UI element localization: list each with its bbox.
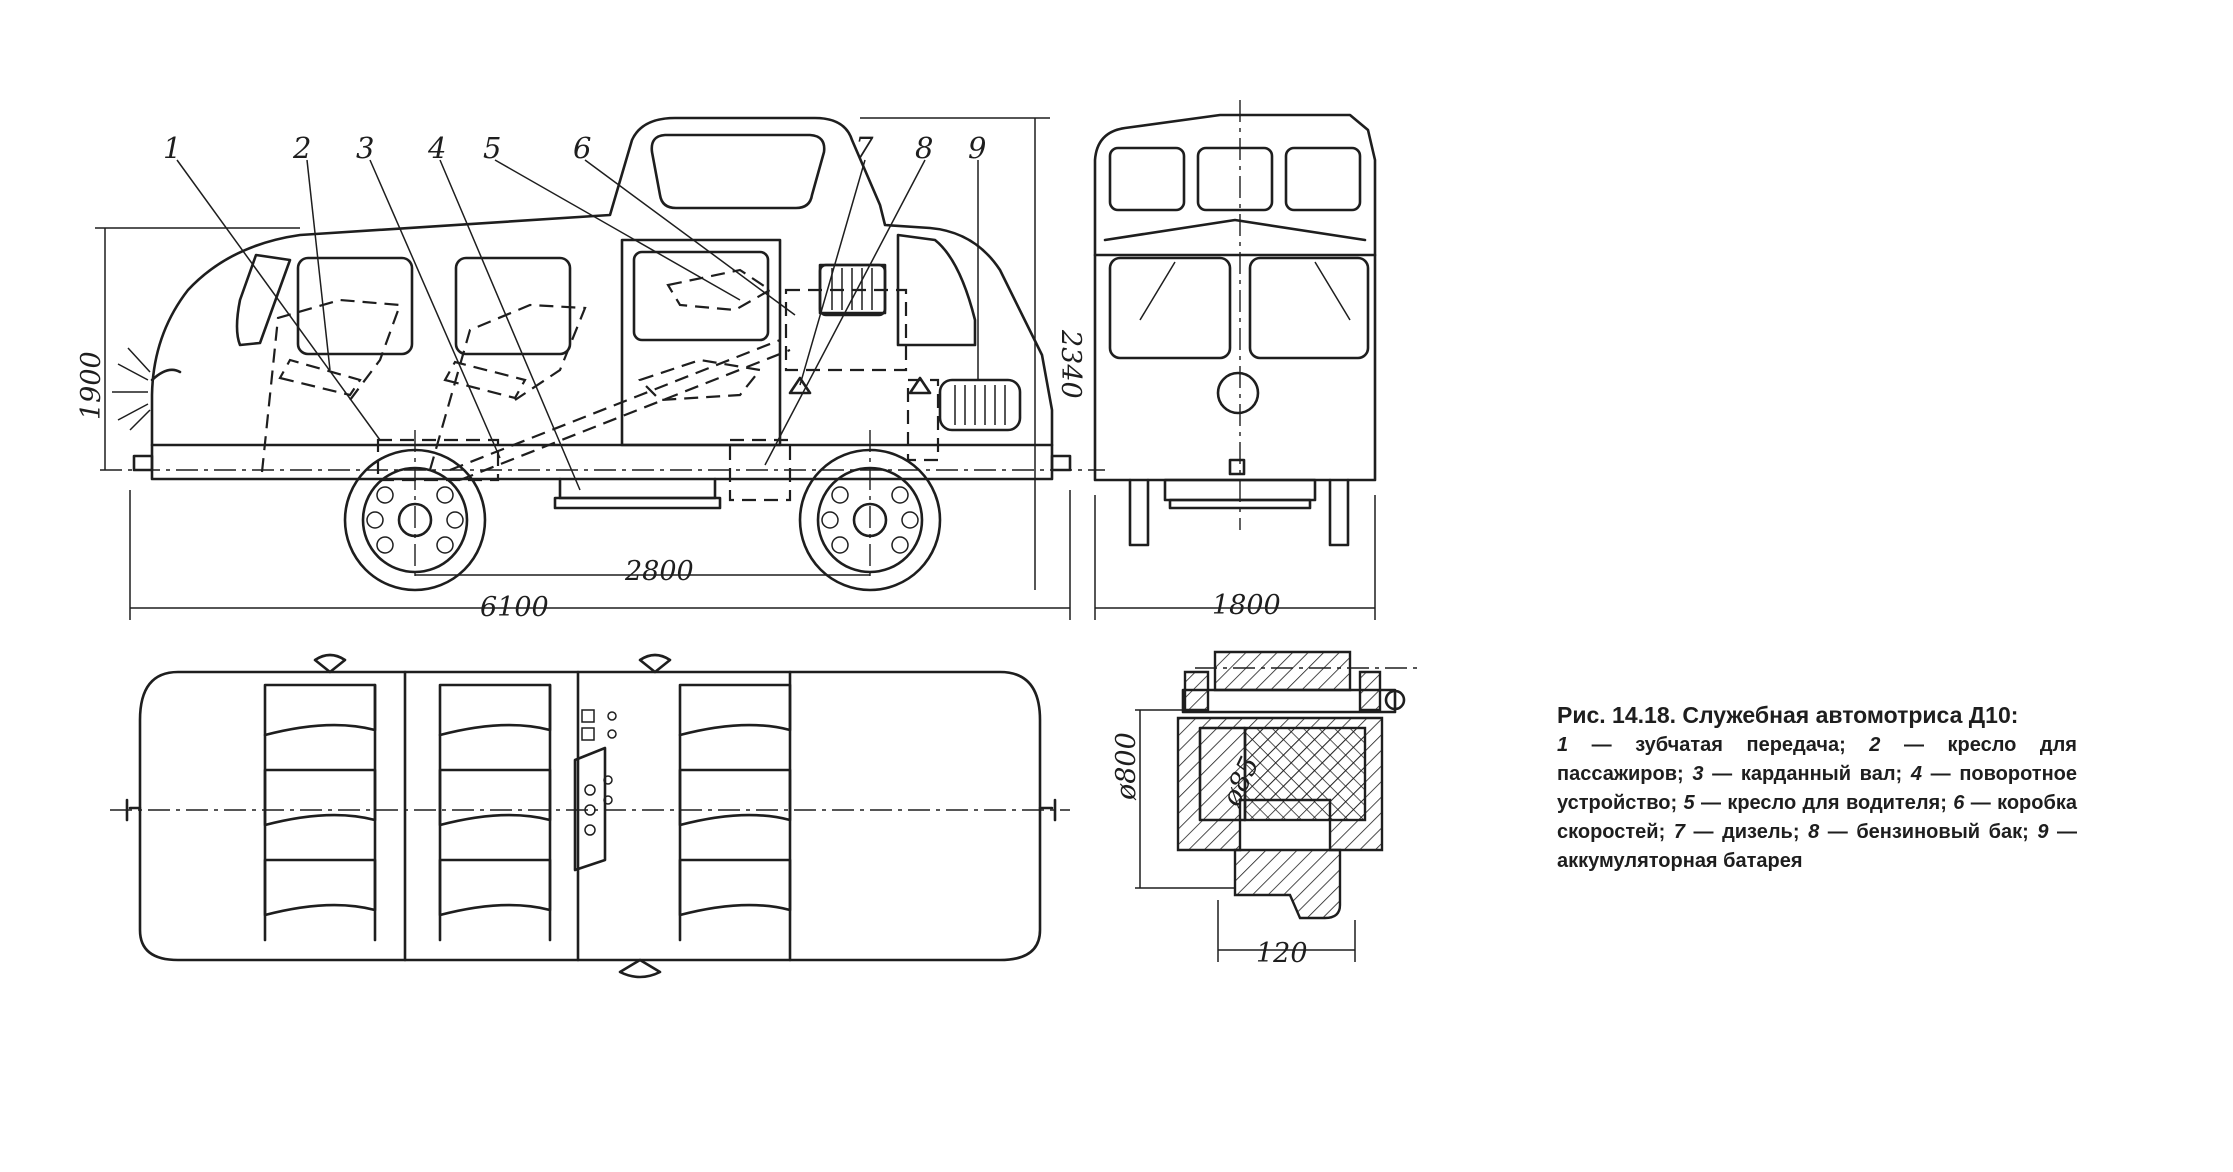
callout-5: 5 (483, 131, 501, 165)
legend-text: коробка скоростей; (1557, 792, 2077, 843)
figure-caption: Рис. 14.18. Служебная автомотриса Д10: 1… (1557, 700, 2077, 876)
callout-1: 1 (163, 131, 181, 165)
legend-number: 9 (2037, 821, 2049, 843)
callout-4: 4 (427, 131, 446, 165)
dim-height-body: 1900 (76, 351, 107, 420)
callout-6: 6 (573, 131, 591, 165)
callout-labels: 1 2 3 4 5 6 7 8 9 (163, 131, 986, 165)
legend-text: поворотное устройство; (1557, 763, 2078, 814)
dim-wheel-diameter: ø800 (1111, 732, 1142, 801)
legend-number: 5 (1683, 792, 1695, 814)
side-view-dimensions (95, 117, 1071, 620)
legend-text: бензиновый бак; (1856, 821, 2029, 843)
legend-text: кресло для водителя; (1727, 792, 1947, 814)
legend-text: кресло для пассажиров; (1557, 734, 2077, 785)
dim-height-total: 2340 (1055, 329, 1086, 399)
legend-text: карданный вал; (1740, 763, 1903, 785)
plan-view (110, 653, 1070, 979)
legend-number: 1 (1557, 734, 1569, 756)
side-view (100, 116, 1105, 592)
legend-number: 4 (1910, 763, 1922, 785)
callout-9: 9 (968, 131, 986, 165)
front-view (1093, 100, 1377, 620)
legend-number: 7 (1673, 821, 1685, 843)
legend-number: 8 (1808, 821, 1820, 843)
legend-number: 3 (1692, 763, 1704, 785)
caption-legend: 1 — зубчатая передача; 2 — кресло для па… (1557, 734, 2078, 872)
callout-7: 7 (855, 131, 874, 165)
callout-3: 3 (356, 131, 374, 165)
callout-8: 8 (915, 131, 933, 165)
dim-length: 6100 (480, 592, 549, 623)
dim-rim-width: 120 (1256, 938, 1308, 969)
legend-number: 6 (1953, 792, 1965, 814)
legend-text: зубчатая передача; (1635, 734, 1846, 756)
legend-text: аккумуляторная батарея (1557, 850, 1803, 872)
callout-leaders (176, 159, 979, 491)
legend-number: 2 (1869, 734, 1881, 756)
legend-text: дизель; (1722, 821, 1800, 843)
dim-wheelbase: 2800 (624, 556, 694, 587)
callout-2: 2 (292, 131, 311, 165)
wheel-section (1135, 650, 1420, 962)
dim-width: 1800 (1212, 590, 1281, 621)
caption-title: Рис. 14.18. Служебная автомотриса Д10: (1557, 702, 2019, 728)
